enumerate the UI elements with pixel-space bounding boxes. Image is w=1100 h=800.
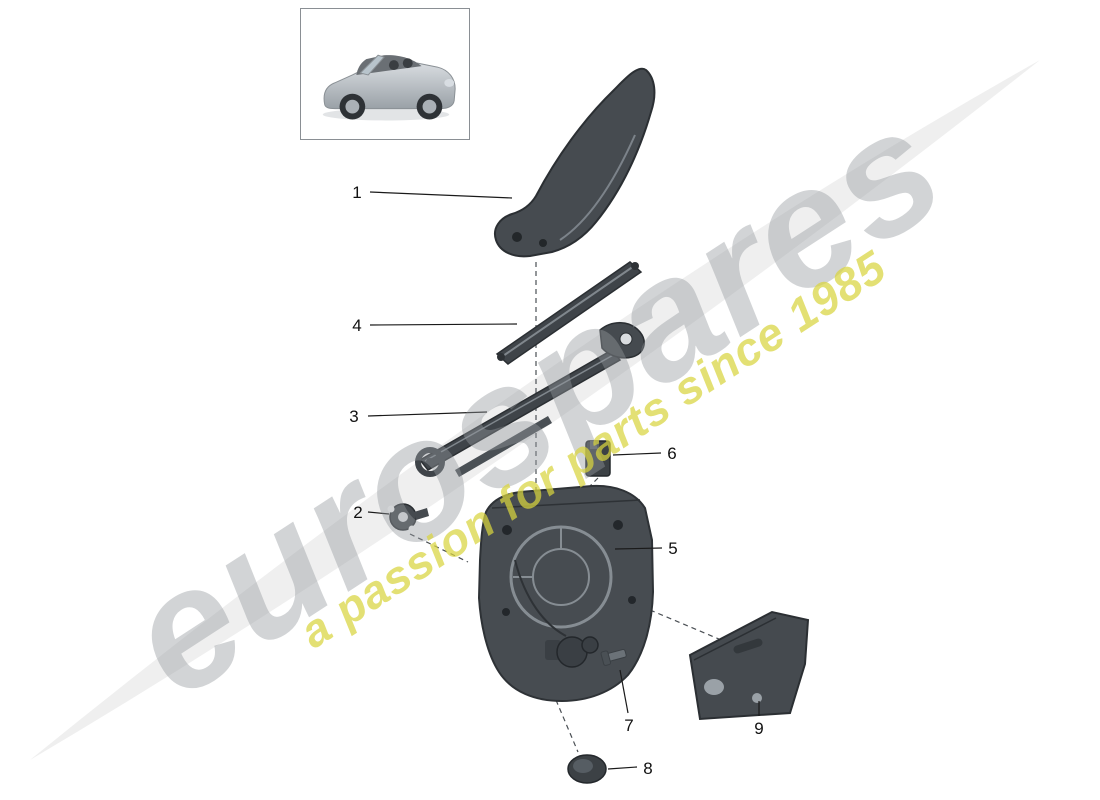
car-wheel-rim (345, 99, 360, 114)
car-seat (388, 60, 399, 71)
part-3-window-rail[interactable] (415, 322, 645, 477)
part-1-window-frame-trim[interactable] (494, 67, 656, 258)
part-label-3[interactable]: 3 (349, 407, 359, 426)
car-headlight (444, 78, 455, 87)
car-wheel-rim (422, 99, 437, 114)
part-label-6[interactable]: 6 (667, 444, 677, 463)
part-label-5[interactable]: 5 (668, 539, 678, 558)
swoosh-shape (30, 60, 1040, 760)
part-8-grommet[interactable] (567, 754, 607, 784)
part-label-4[interactable]: 4 (352, 316, 362, 335)
car-seat (402, 58, 413, 69)
part-4-guide-rail[interactable] (495, 261, 643, 365)
part-7-bolt[interactable] (600, 646, 628, 666)
part-label-2[interactable]: 2 (353, 503, 363, 522)
assembly-dashed-lines (409, 262, 727, 753)
part-9-lower-bracket-panel[interactable] (688, 610, 810, 721)
part-5-door-carrier-panel[interactable] (477, 484, 655, 703)
vehicle-illustration (322, 54, 456, 121)
vehicle-thumbnail[interactable] (300, 8, 470, 140)
part-6-clip-block[interactable] (585, 440, 611, 477)
part-label-1[interactable]: 1 (352, 183, 362, 202)
part-2-cam-washer[interactable] (387, 503, 430, 533)
part-label-9[interactable]: 9 (754, 719, 764, 738)
car-windshield (359, 54, 385, 76)
part-label-7[interactable]: 7 (624, 716, 634, 735)
part-label-8[interactable]: 8 (643, 759, 653, 778)
leader-lines (367, 191, 760, 770)
